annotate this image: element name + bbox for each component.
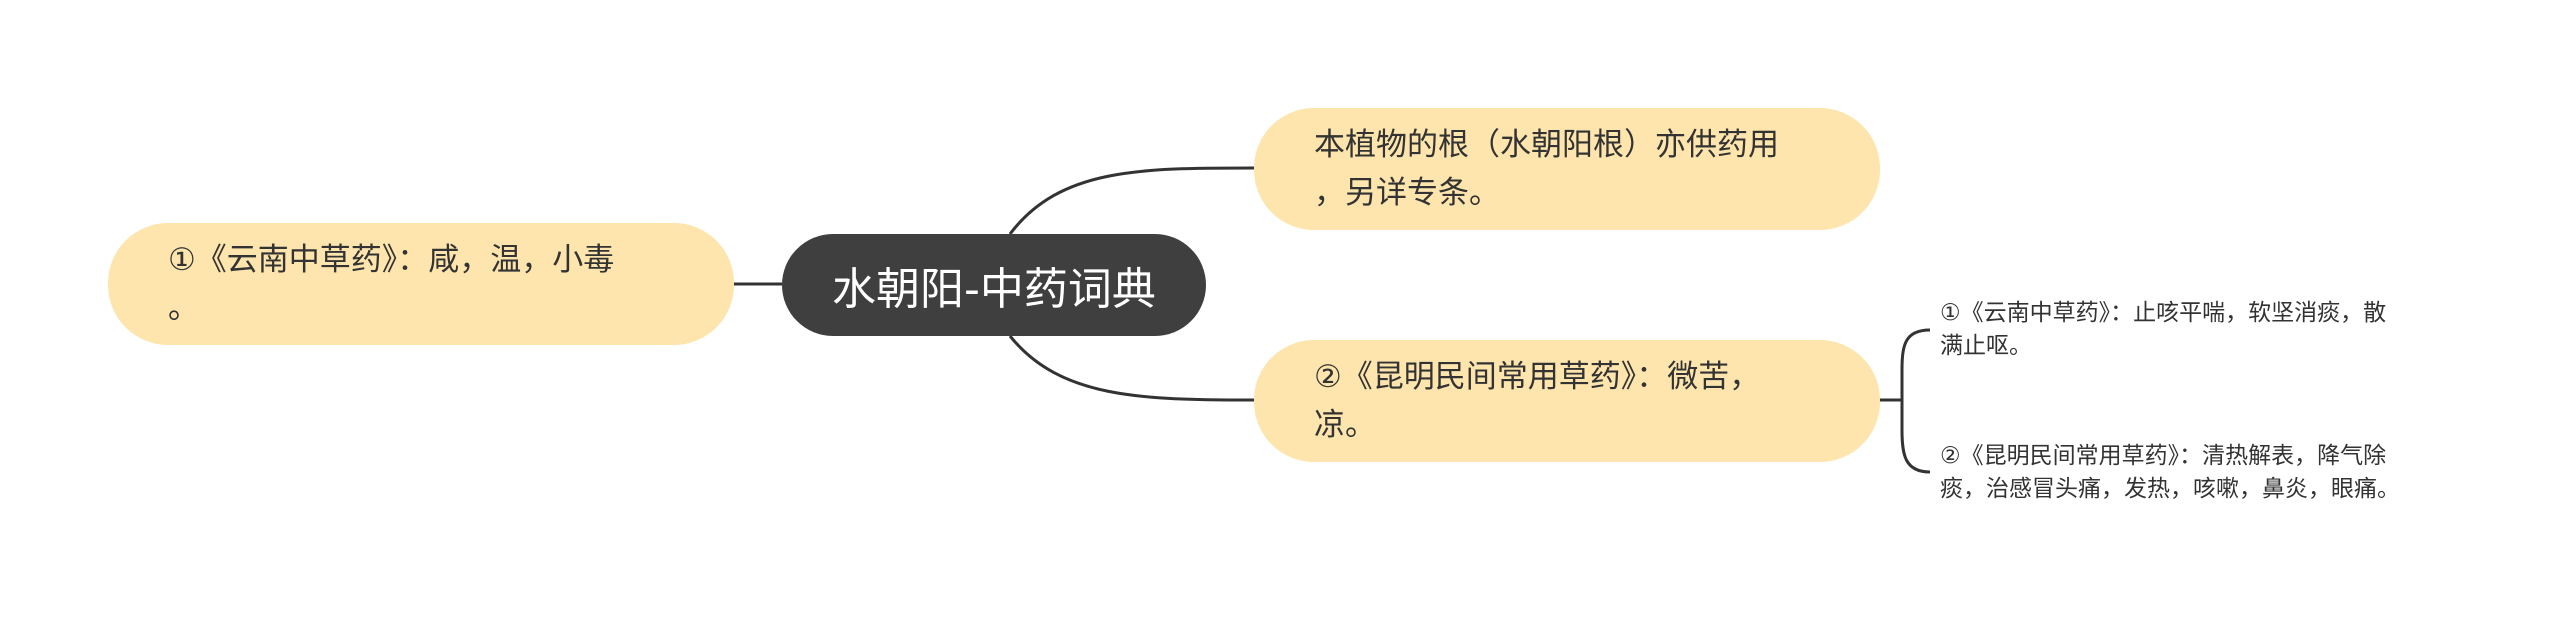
topic-right-top[interactable]: 本植物的根（水朝阳根）亦供药用 ，另详专条。 — [1254, 108, 1880, 230]
topic-left[interactable]: ①《云南中草药》：咸，温，小毒 。 — [108, 223, 734, 345]
connector-central-to-bottom — [1008, 335, 1255, 402]
topic-right-bottom-label: ②《昆明民间常用草药》：微苦， 凉。 — [1314, 359, 1761, 443]
topic-right-top-label: 本植物的根（水朝阳根）亦供药用 ，另详专条。 — [1314, 127, 1779, 211]
leaf-topic-2-label: ②《昆明民间常用草药》：清热解表，降气除 痰，治感冒头痛，发热，咳嗽，鼻炎，眼痛… — [1940, 443, 2400, 502]
leaf-topic-1-label: ①《云南中草药》：止咳平喘，软坚消痰，散 满止呕。 — [1940, 300, 2387, 359]
leaf-topic-2[interactable]: ②《昆明民间常用草药》：清热解表，降气除 痰，治感冒头痛，发热，咳嗽，鼻炎，眼痛… — [1940, 438, 2480, 508]
leaf-topic-1[interactable]: ①《云南中草药》：止咳平喘，软坚消痰，散 满止呕。 — [1940, 295, 2480, 365]
topic-right-bottom[interactable]: ②《昆明民间常用草药》：微苦， 凉。 — [1254, 340, 1880, 462]
topic-left-label: ①《云南中草药》：咸，温，小毒 。 — [168, 242, 615, 326]
central-topic[interactable]: 水朝阳-中药词典 — [782, 234, 1206, 336]
bracket-leaves — [1900, 328, 1931, 474]
connector-central-to-top — [1008, 166, 1255, 235]
central-topic-label: 水朝阳-中药词典 — [832, 264, 1156, 315]
